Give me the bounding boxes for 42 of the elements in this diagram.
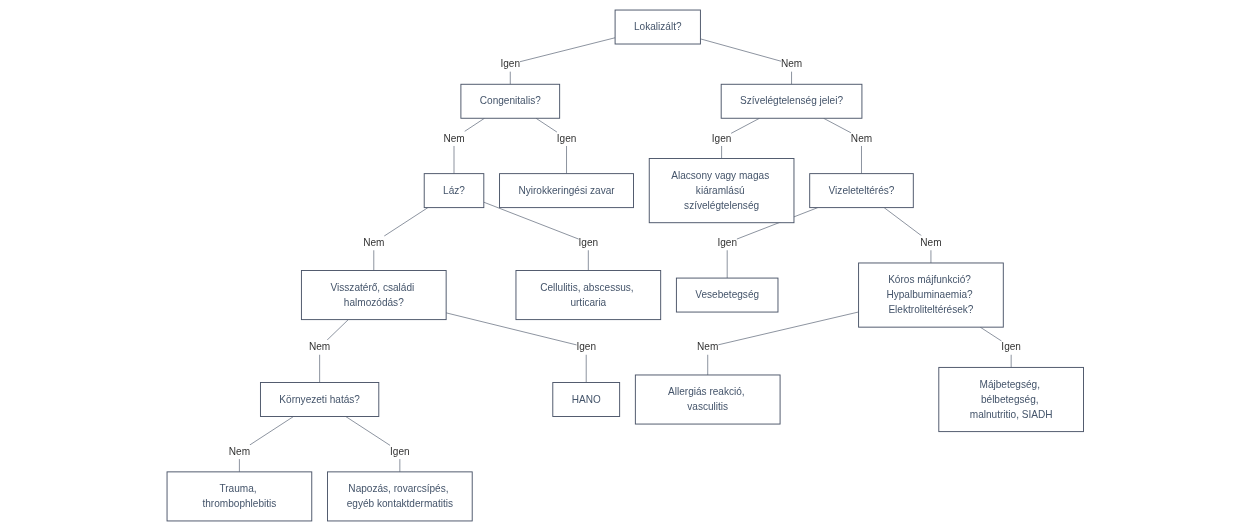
connector [510, 37, 616, 85]
edge-label: Igen [556, 132, 577, 144]
edge-label: Igen [578, 237, 599, 248]
node-box: Cellulitis, abscessus, urticaria [515, 270, 662, 321]
edge-label: Nem [697, 341, 719, 353]
edge-label: Nem [443, 132, 465, 144]
node-box: Környezeti hatás? [260, 382, 380, 417]
edge-label: Nem [309, 341, 331, 353]
edge-label: Igen [717, 237, 738, 248]
edge-label: Igen [500, 58, 521, 70]
edge-label: Nem [920, 237, 942, 248]
edge-label: Igen [576, 341, 597, 353]
edge-label: Nem [851, 132, 873, 144]
node-box: Napozás, rovarcsípés, egyéb kontaktdermatitis [327, 471, 473, 522]
node-box: Vesebetegség [676, 277, 779, 313]
connector [319, 319, 349, 383]
node-box: Alacsony vagy magas kiáramlású szívelégtelenség [649, 158, 795, 224]
connector [700, 38, 793, 85]
node-box: Allergiás reakció, vasculitis [635, 374, 781, 425]
edge-label: Nem [228, 446, 251, 457]
node-box: Vizeleteltérés? [809, 173, 914, 209]
node-box: Májbetegség, bélbetegség, malnutritio, SIADH [938, 366, 1085, 433]
node-box: Lokalizált? [614, 9, 702, 45]
node-box: HANO [552, 382, 621, 417]
connector [707, 311, 860, 376]
node-box: Congenitalis? [460, 83, 561, 119]
edge-label: Igen [390, 446, 410, 457]
node-box: Kóros májfunkció? Hypalbuminaemia? Elektroliteltérések? [858, 262, 1004, 328]
connector [239, 416, 295, 473]
node-box: Láz? [423, 173, 485, 209]
edge-label: Nem [781, 58, 803, 70]
connector [446, 312, 587, 383]
connector [373, 207, 429, 271]
node-box: Nyirokkeringési zavar [499, 173, 635, 209]
edge-label: Igen [712, 132, 732, 144]
edge-label: Nem [363, 237, 385, 248]
connector [345, 416, 401, 473]
node-box: Trauma, thrombophlebitis [166, 471, 313, 522]
node-box: Visszatérő, családi halmozódás? [301, 270, 447, 321]
connector [483, 201, 589, 271]
node-box: Szívelégtelenség jelei? [720, 83, 863, 119]
edge-label: Igen [1001, 341, 1022, 353]
